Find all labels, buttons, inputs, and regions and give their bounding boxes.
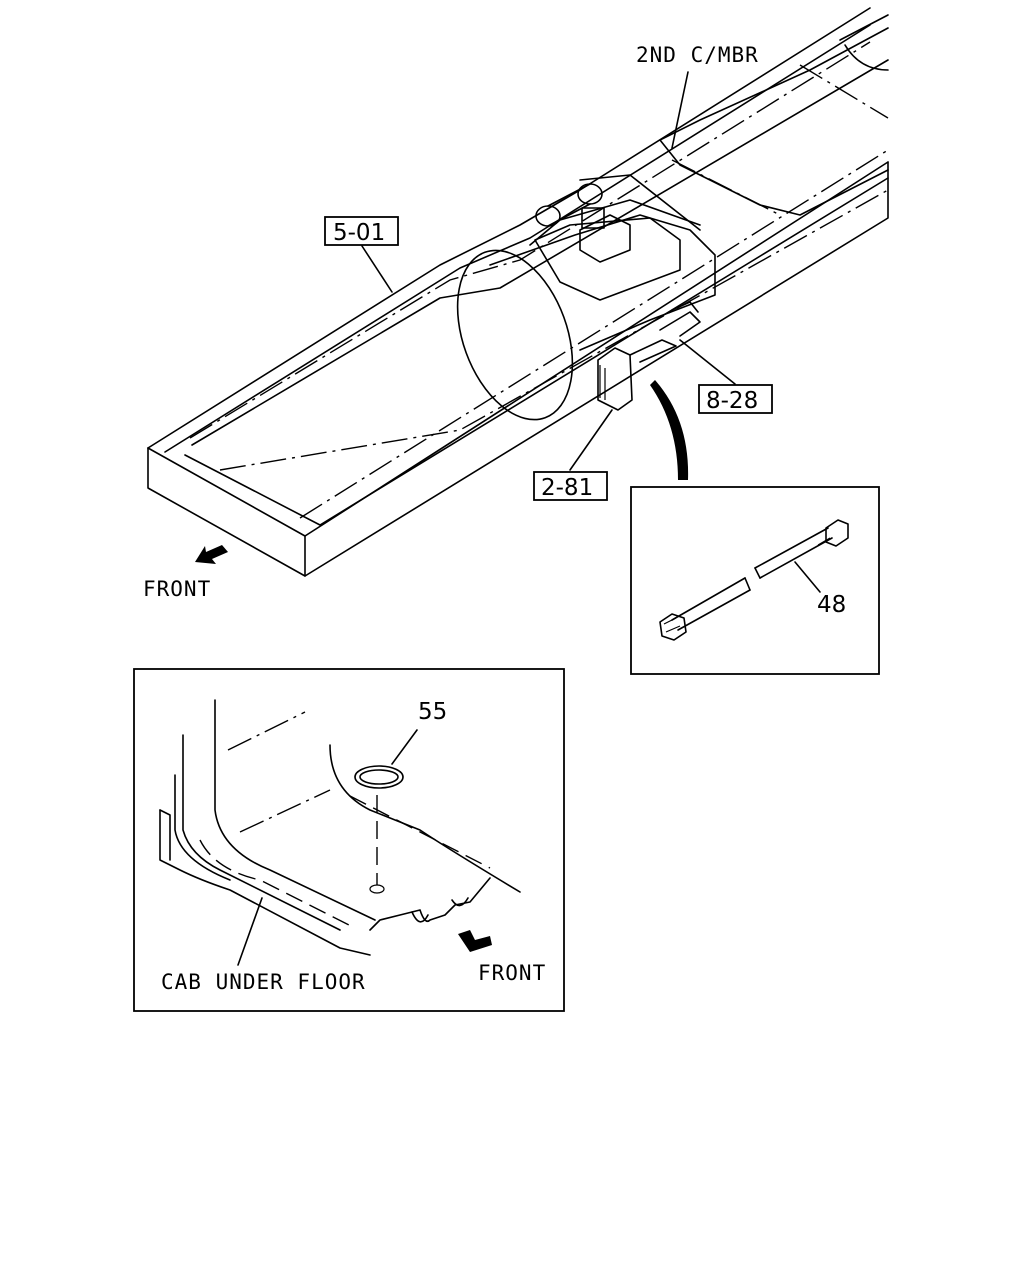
second-crossmember-label: 2ND C/MBR xyxy=(636,43,759,67)
ref-box-bracket[interactable]: 2-81 xyxy=(533,471,608,501)
leader-lines xyxy=(361,71,736,480)
cab-detail-panel: 55 FRONT CAB UNDER FLOOR xyxy=(133,668,565,1012)
ref-bracket-label: 2-81 xyxy=(541,475,593,501)
ref-box-frame[interactable]: 5-01 xyxy=(324,216,399,246)
ref-hose-label: 8-28 xyxy=(706,388,758,414)
tank-drawing xyxy=(456,174,716,421)
front-label-cab: FRONT xyxy=(478,961,546,985)
front-arrow-icon xyxy=(458,930,492,952)
cab-under-floor-label: CAB UNDER FLOOR xyxy=(161,970,366,994)
bracket-drawing xyxy=(597,301,701,411)
part-number-48: 48 xyxy=(817,592,846,618)
front-arrow-icon xyxy=(195,545,228,564)
part-number-55: 55 xyxy=(418,699,447,725)
hose-detail-panel: 48 xyxy=(630,486,880,675)
chassis-frame-drawing xyxy=(147,7,889,577)
ref-frame-label: 5-01 xyxy=(333,220,385,246)
ref-box-hose[interactable]: 8-28 xyxy=(698,384,773,414)
front-label-main: FRONT xyxy=(143,577,211,601)
